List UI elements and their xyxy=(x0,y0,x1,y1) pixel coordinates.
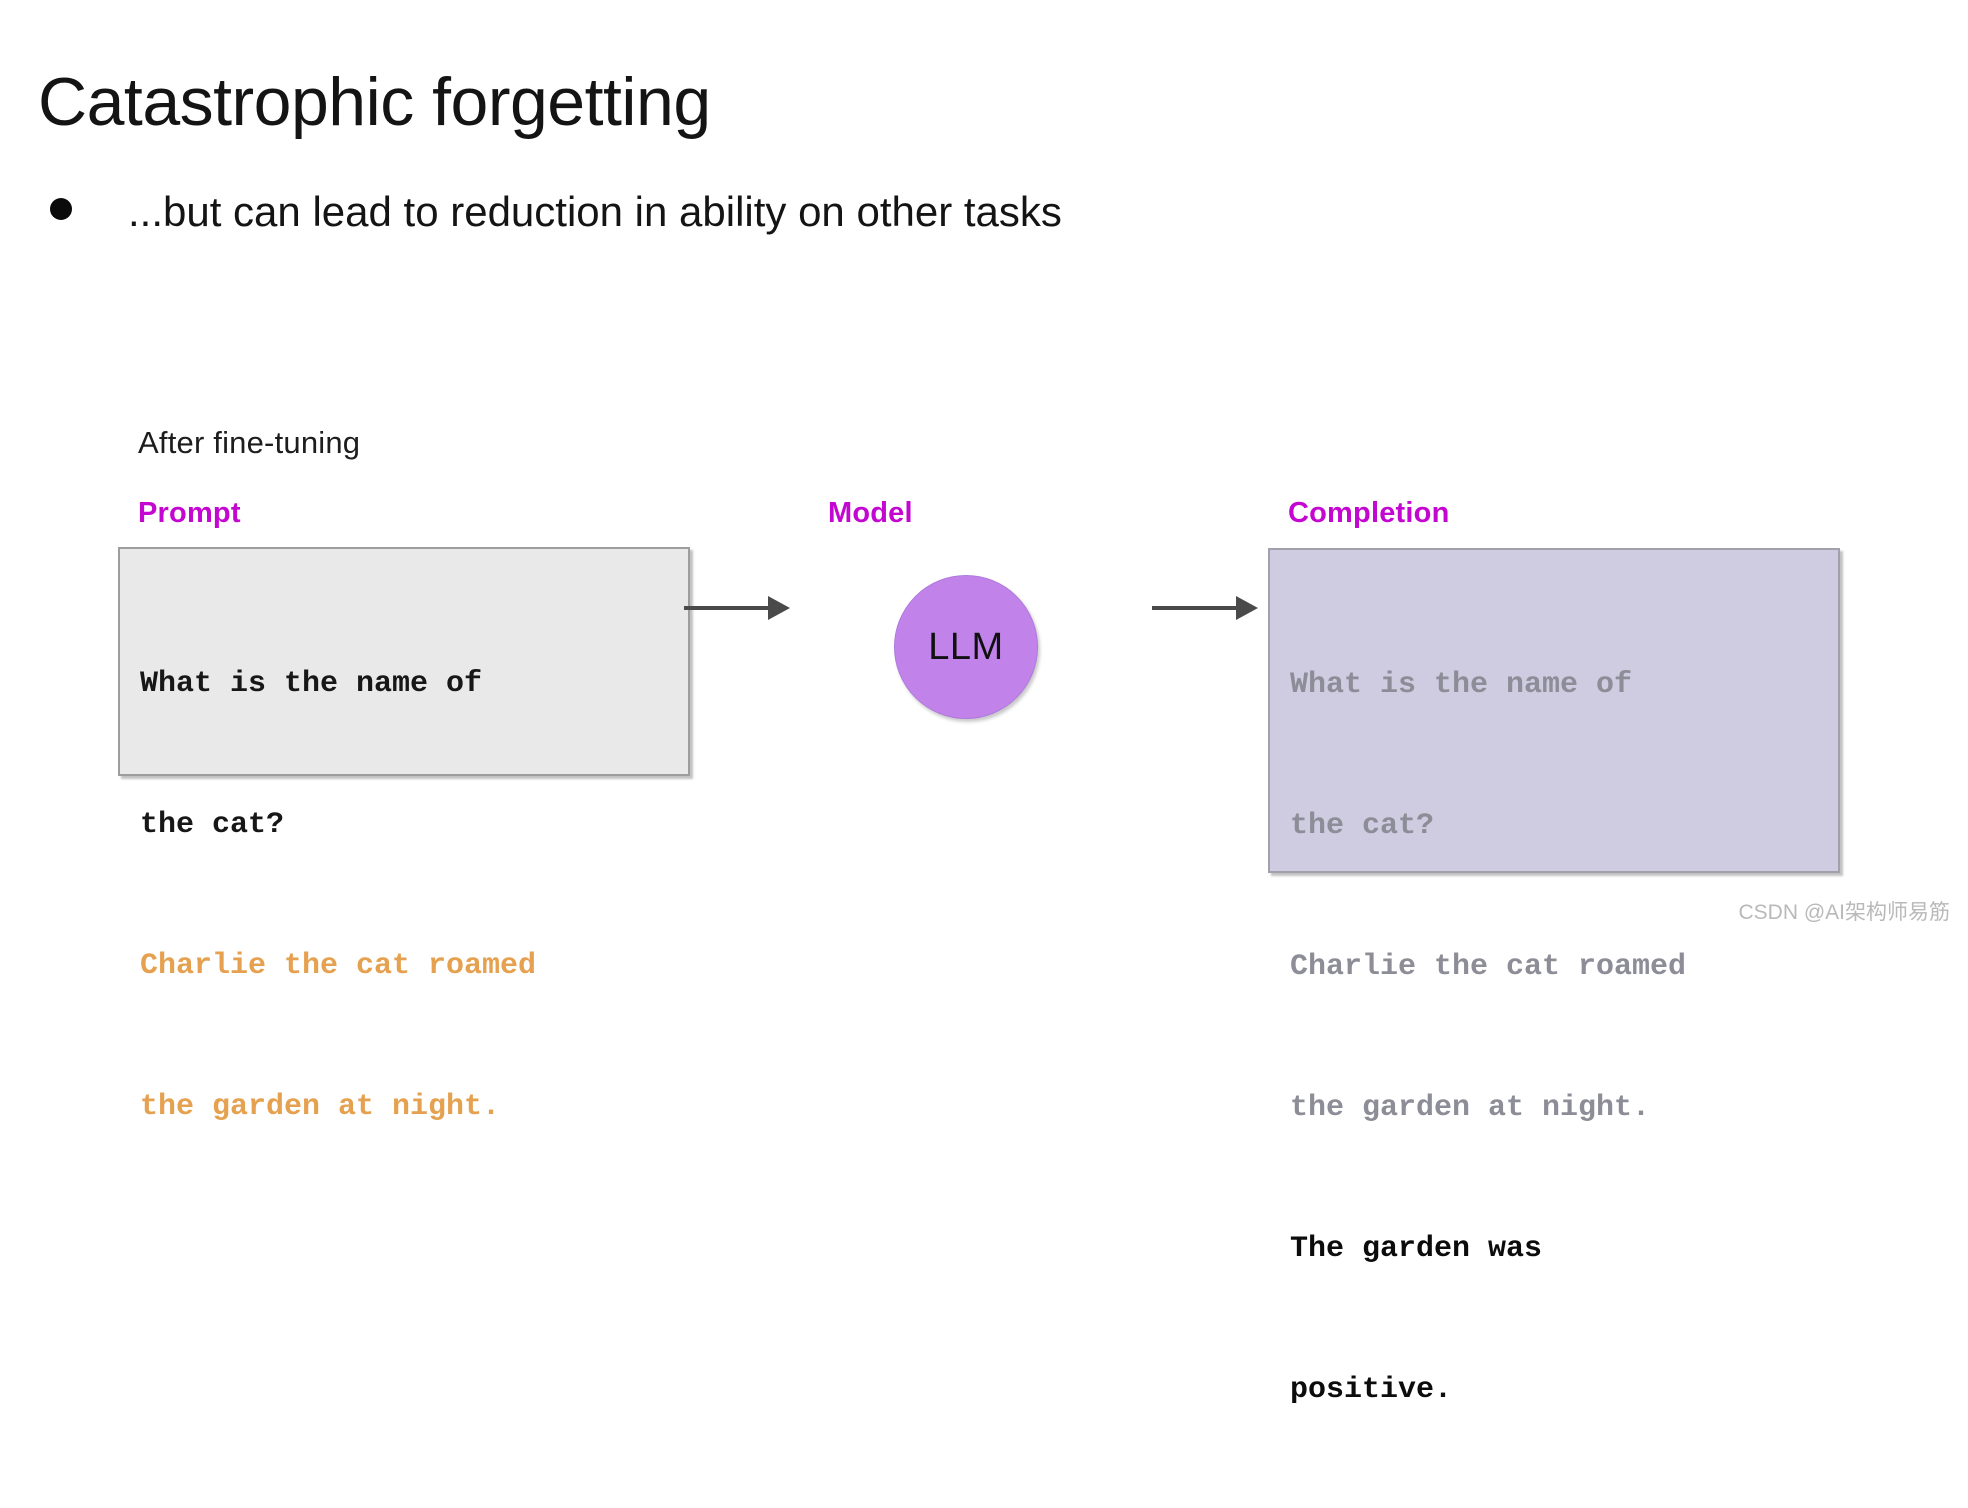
fine-tuning-flow-diagram: After fine-tuning Prompt Model Completio… xyxy=(118,425,1840,1407)
prompt-line: What is the name of xyxy=(140,667,483,701)
llm-node: LLM xyxy=(894,575,1038,719)
arrow-prompt-to-model-icon xyxy=(684,596,790,620)
prompt-column-label: Prompt xyxy=(138,497,241,529)
bullet-marker-icon xyxy=(50,198,72,220)
completion-line: the cat? xyxy=(1290,809,1435,843)
bullet-item-label: ...but can lead to reduction in ability … xyxy=(128,188,1062,235)
arrow-shaft xyxy=(1152,606,1236,610)
completion-column-label: Completion xyxy=(1288,497,1450,529)
page-title: Catastrophic forgetting xyxy=(38,63,711,140)
llm-node-label: LLM xyxy=(928,625,1004,668)
completion-generated-line: positive. xyxy=(1290,1373,1453,1407)
arrow-model-to-completion-icon xyxy=(1152,596,1258,620)
arrow-head xyxy=(768,596,790,620)
prompt-line: Charlie the cat roamed xyxy=(140,949,537,983)
prompt-line: the cat? xyxy=(140,808,285,842)
completion-generated-line: The garden was xyxy=(1290,1232,1543,1266)
completion-text-box: What is the name of the cat? Charlie the… xyxy=(1268,548,1840,1407)
arrow-shaft xyxy=(684,606,768,610)
completion-line: the garden at night. xyxy=(1290,1091,1651,1125)
prompt-text-box: What is the name of the cat? Charlie the… xyxy=(118,547,690,1124)
arrow-head xyxy=(1236,596,1258,620)
completion-line: Charlie the cat roamed xyxy=(1290,950,1687,984)
bullet-list-item: ...but can lead to reduction in ability … xyxy=(50,186,1062,238)
completion-line: What is the name of xyxy=(1290,668,1633,702)
prompt-line: the garden at night. xyxy=(140,1090,501,1124)
watermark-label: CSDN @AI架构师易筋 xyxy=(1738,901,1951,924)
model-column-label: Model xyxy=(828,497,913,529)
stage-caption: After fine-tuning xyxy=(138,425,361,460)
